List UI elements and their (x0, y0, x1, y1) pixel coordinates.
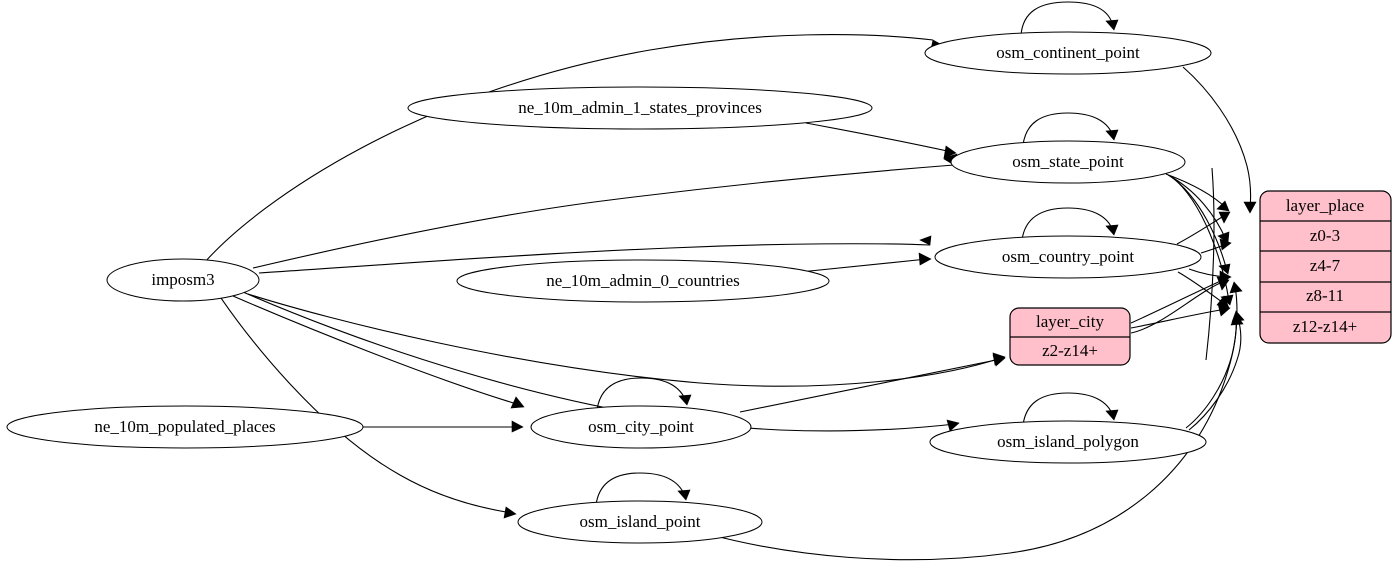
node-osm-state-point[interactable]: osm_state_point (950, 140, 1186, 184)
edge-layer-city-to-layer-place-z8-11 (1130, 276, 1230, 324)
node-ne-10m-admin-1-states-provinces[interactable]: ne_10m_admin_1_states_provinces (407, 86, 873, 130)
nodes-layer: imposm3 ne_10m_admin_1_states_provinces … (6, 31, 1212, 544)
self-loop-osm-state-point (1022, 112, 1119, 146)
self-loop-osm-country-point (1021, 207, 1119, 241)
edge-ne-countries-to-osm-country-point (799, 252, 932, 273)
edge-layer-city-to-layer-place-z12-z14 (1130, 303, 1231, 329)
edge-imposm3-to-layer-city (247, 293, 1006, 387)
edge-imposm3-to-osm-continent-point (204, 34, 945, 263)
node-ne-10m-populated-places[interactable]: ne_10m_populated_places (6, 405, 364, 449)
edge-osm-city-point-to-layer-city (739, 354, 1006, 413)
edge-ne-places-to-osm-city-point (363, 420, 524, 433)
edge-imposm3-to-osm-city-point (232, 295, 525, 409)
node-osm-country-point[interactable]: osm_country_point (934, 235, 1202, 279)
edge-imposm3-to-osm-island-point (220, 297, 517, 519)
self-loop-osm-city-point (596, 377, 692, 411)
edge-osm-country-point-to-layer-place-z4-7 (1200, 238, 1232, 254)
record-layer-city[interactable]: layer_city z2-z14+ (1009, 307, 1131, 366)
node-osm-island-polygon[interactable]: osm_island_polygon (929, 420, 1207, 464)
edge-osm-island-point-to-layer-place-z12-z14 (707, 313, 1244, 561)
node-ne-10m-admin-0-countries[interactable]: ne_10m_admin_0_countries (456, 259, 830, 303)
node-imposm3[interactable]: imposm3 (106, 258, 260, 302)
edge-osm-island-polygon-to-layer-place-z8-11 (1185, 281, 1243, 429)
edges-layer (204, 1, 1257, 561)
self-loop-osm-island-point (595, 472, 691, 506)
node-osm-city-point[interactable]: osm_city_point (530, 405, 752, 449)
edge-osm-state-point-to-layer-place-z0-3 (1165, 173, 1230, 212)
node-osm-island-point[interactable]: osm_island_point (517, 500, 763, 544)
edge-imposm3-to-osm-country-point (258, 235, 932, 274)
edge-osm-state-point-to-layer-place-z4-7 (1167, 174, 1230, 244)
edge-layer-city-to-layer-place-z8-11-b (1130, 278, 1230, 334)
edge-osm-continent-point-to-layer-place-z0-3 (1182, 66, 1257, 214)
self-loop-osm-island-polygon (1022, 392, 1119, 426)
edge-osm-country-point-to-layer-place-z0-3 (1176, 211, 1231, 245)
edge-connector-strand (1205, 167, 1215, 361)
node-osm-continent-point[interactable]: osm_continent_point (924, 31, 1212, 75)
self-loop-osm-continent-point (1020, 1, 1119, 36)
record-layer-place[interactable]: layer_place z0-3 z4-7 z8-11 z12-z14+ (1259, 190, 1392, 344)
edge-ne-states-to-osm-state-point (805, 122, 957, 159)
